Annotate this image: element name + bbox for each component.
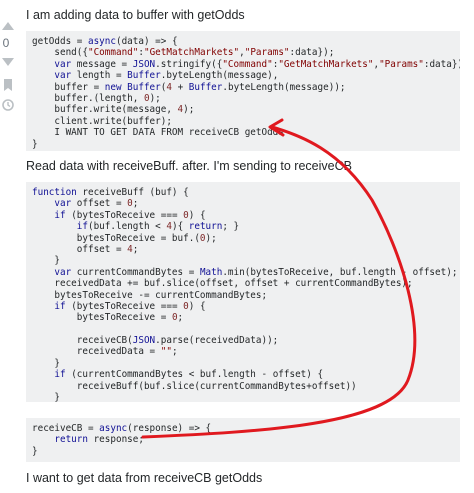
code-line: bytesToReceive = 0;	[32, 312, 184, 324]
question-closing-text: I want to get data from receiveCB getOdd…	[26, 471, 263, 485]
vote-gutter: 0	[0, 0, 18, 493]
history-icon[interactable]	[1, 98, 15, 112]
code-line: receivedData += buf.slice(offset, offset…	[32, 278, 413, 290]
code-line: I WANT TO GET DATA FROM receiveCB getOdd…	[32, 127, 284, 139]
code-line: buffer.(length, 0);	[32, 92, 161, 104]
code-line: }	[32, 445, 38, 457]
code-line: var offset = 0;	[54, 198, 139, 210]
code-line: var length = Buffer.byteLength(message),	[54, 70, 279, 82]
code-line: if (bytesToReceive === 0) {	[54, 209, 206, 221]
code-line: var currentCommandBytes = Math.min(bytes…	[54, 266, 458, 278]
code-line: return response;	[54, 434, 144, 446]
code-line: bytesToReceive -= currentCommandBytes;	[32, 289, 268, 301]
code-line: function receiveBuff (buf) {	[32, 187, 189, 198]
code-line	[32, 324, 460, 335]
question-intro-text: I am adding data to buffer with getOdds	[26, 8, 245, 22]
code-line: receivedData = "";	[32, 346, 178, 358]
question-middle-text: Read data with receiveBuff. after. I'm s…	[26, 159, 352, 173]
vote-count: 0	[2, 36, 10, 50]
code-line: }	[32, 138, 38, 150]
code-line: bytesToReceive = buf.(0);	[32, 232, 217, 244]
code-line: client.write(buffer);	[32, 115, 172, 127]
code-line: buffer = new Buffer(4 + Buffer.byteLengt…	[32, 81, 346, 93]
code-line: buffer.write(message, 4);	[32, 104, 195, 116]
code-line: if(buf.length < 4){ return; }	[76, 221, 240, 233]
code-block-getodds: getOdds = async(data) => { send({"Comman…	[26, 31, 460, 151]
code-line: receiveCB = async(response) => {	[32, 423, 212, 434]
code-line: send({"Command":"GetMatchMarkets","Param…	[32, 47, 335, 59]
code-line: }	[32, 255, 60, 267]
code-line: receiveCB(JSON.parse(receivedData));	[32, 335, 279, 347]
upvote-icon[interactable]	[2, 20, 14, 30]
code-line: }	[32, 392, 60, 402]
code-line: offset = 4;	[32, 243, 139, 255]
code-line: }	[32, 357, 60, 369]
code-line: if (bytesToReceive === 0) {	[54, 300, 206, 312]
code-line: getOdds = async(data) => {	[32, 36, 178, 47]
downvote-icon[interactable]	[2, 58, 14, 68]
code-line: var message = JSON.stringify({"Command":…	[54, 58, 460, 70]
code-line: receiveBuff(buf.slice(currentCommandByte…	[32, 380, 357, 392]
code-block-receivebuff: function receiveBuff (buf) { var offset …	[26, 182, 460, 402]
code-block-receivecb: receiveCB = async(response) => { return …	[26, 418, 460, 462]
bookmark-icon[interactable]	[1, 78, 15, 92]
code-line: if (currentCommandBytes < buf.length - o…	[54, 369, 324, 381]
